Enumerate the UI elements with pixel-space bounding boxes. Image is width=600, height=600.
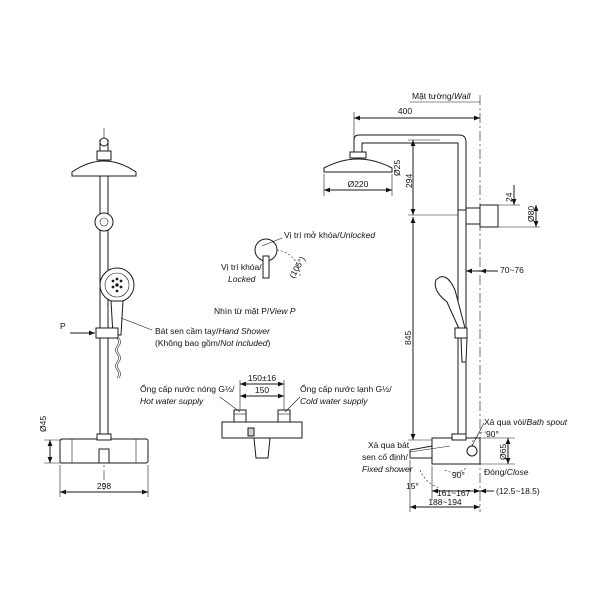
fixed-shower-label-it: Fixed shower <box>362 464 414 474</box>
dim-150-16-label: 150±16 <box>248 373 277 383</box>
lock-arc <box>276 249 301 279</box>
dim-400-label: 400 <box>398 106 412 116</box>
angle-90-top-label: 90° <box>486 429 499 439</box>
cold-supply-label-it: Cold water supply <box>300 396 368 406</box>
p-marker-label: P <box>60 321 66 331</box>
dim-25-label: Ø25 <box>392 160 402 176</box>
front-hose <box>115 337 119 379</box>
arc-15 <box>419 469 441 489</box>
hot-supply-label-it: Hot water supply <box>140 396 204 406</box>
hand-shower-label: Bát sen cầm tay/Hand Shower <box>155 326 271 336</box>
angle-105-label: (105°) <box>287 255 307 280</box>
wall-label: Mặt tường/Wall <box>412 91 471 101</box>
fixed-shower-label-a: Xả qua bát <box>368 440 410 450</box>
front-slide-holder <box>95 327 119 339</box>
front-shower-arm-joint <box>96 150 112 161</box>
front-mixer-top-connector <box>96 433 112 441</box>
locked-label: Vị trí khóa/ <box>221 262 262 272</box>
dim-24-label: 24 <box>504 192 514 202</box>
view-p-lock-detail: Vị trí mở khóa/Unlocked Vị trí khóa/ Loc… <box>214 230 375 316</box>
front-rain-shower-head <box>71 160 137 177</box>
front-view: P Ø45 298 <box>38 128 149 497</box>
side-rain-shower-head <box>323 158 393 173</box>
front-hand-shower-handle <box>110 300 124 336</box>
angle-15-label: 15° <box>406 481 419 491</box>
dim-80-label: Ø80 <box>526 206 536 222</box>
dim-220-label: Ø220 <box>348 179 369 189</box>
cold-inlet-connector <box>277 409 291 423</box>
side-diverter-knob <box>466 445 478 457</box>
front-wall-bracket-inner <box>99 217 109 227</box>
lock-lever <box>262 255 270 279</box>
hot-supply-label: Ống cấp nước nóng G½/ <box>140 383 235 394</box>
dim-845-label: 845 <box>403 331 413 345</box>
angle-90-bottom-label: 90° <box>452 470 465 480</box>
dim-161-167-label: 161~167 <box>437 488 471 498</box>
side-slide-holder <box>454 327 468 339</box>
front-hand-shower-nozzles <box>111 277 123 293</box>
cold-supply-label: Ống cấp nước lạnh G½/ <box>300 383 392 394</box>
front-pipe-cap <box>99 137 109 147</box>
side-spout <box>409 445 433 459</box>
bath-spout-label: Xả qua vòi/Bath spout <box>484 417 568 427</box>
arc-90-top <box>471 431 487 447</box>
side-bracket-plate <box>479 204 499 228</box>
not-included-label: (Không bao gồm/Not included) <box>155 338 270 348</box>
dim-294-label: 294 <box>404 174 414 188</box>
hand-shower-callout: Bát sen cầm tay/Hand Shower (Không bao g… <box>120 317 271 348</box>
mixer-top-spout <box>253 437 271 459</box>
dim-188-194-label: 188~194 <box>428 497 462 507</box>
locked-label-it: Locked <box>228 274 256 284</box>
front-hand-shower-ring <box>104 272 130 298</box>
side-view: Mặt tường/Wall 400 Ø25 Ø220 294 24 Ø8 <box>323 91 568 512</box>
hot-inlet-connector <box>233 409 247 423</box>
dim-150-label: 150 <box>255 385 269 395</box>
mixer-top-body <box>221 421 303 439</box>
dim-70-76-label: 70~76 <box>500 265 524 275</box>
front-diverter-handle <box>98 448 110 464</box>
mixer-top-view: 150±16 150 Ống cấp nước nóng G½/ Hot wat… <box>140 373 392 459</box>
fixed-shower-label-b: sen cố định/ <box>362 452 408 462</box>
view-p-label: Nhìn từ mặt P/View P <box>214 306 296 316</box>
front-wall-bracket <box>94 212 114 232</box>
side-wall-bracket <box>465 207 481 225</box>
close-label: Đóng/Close <box>484 467 529 477</box>
dim-12-18-label: (12.5~18.5) <box>496 486 540 496</box>
unlocked-label: Vị trí mở khóa/Unlocked <box>284 230 375 240</box>
arc-90-bottom <box>444 467 467 473</box>
dim-65-label: Ø65 <box>498 444 508 460</box>
dim-298-label: 298 <box>97 481 111 491</box>
dim-45-label: Ø45 <box>38 416 48 432</box>
